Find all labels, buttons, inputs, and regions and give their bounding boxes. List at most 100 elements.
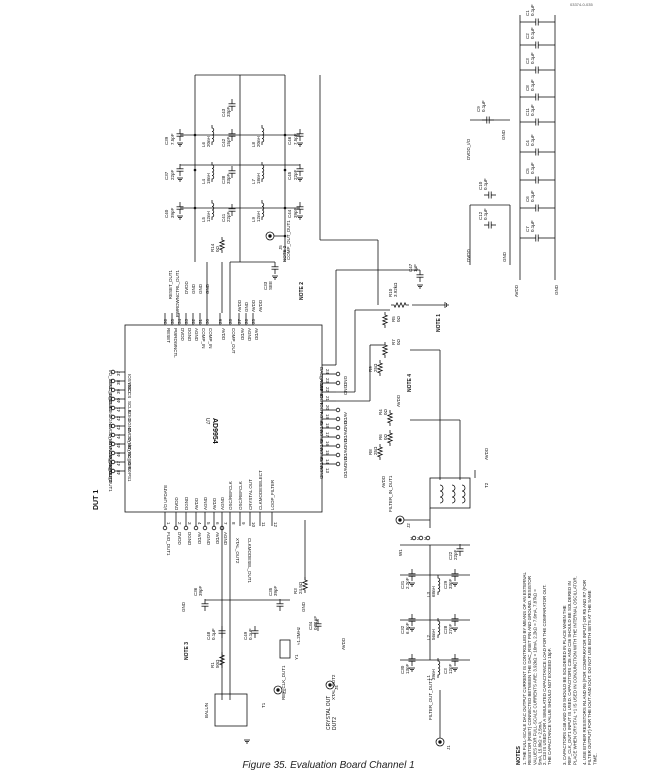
net-label: AVDD	[514, 284, 519, 297]
component-value: 7.5pF	[293, 133, 298, 145]
pin-number: 43	[116, 424, 121, 430]
label: 0Ω	[396, 315, 401, 322]
net-label: GND	[343, 376, 348, 387]
component-ref: C1	[525, 10, 530, 16]
pin-number: 35	[170, 318, 175, 324]
pin-number: 37	[116, 370, 121, 376]
net-label: DVDD_I/O	[466, 138, 471, 160]
pin-number: 1	[166, 522, 171, 525]
pin-name: CRYSTAL OUT	[248, 479, 253, 510]
net-label: CLKMODESEL_DUT1	[247, 538, 252, 584]
pin-name: DAC_RSET	[319, 367, 324, 391]
junction-dot	[193, 168, 197, 172]
pin-name: AVDD	[221, 328, 226, 341]
pin-number: 16	[325, 441, 330, 447]
label: C28	[443, 625, 448, 634]
coax-center	[438, 740, 442, 744]
inductor	[261, 125, 265, 145]
pin-number: 23	[325, 378, 330, 384]
net-label: GND	[205, 283, 210, 294]
note-text: VALUES FOR FULL-SCALE CURRENTS ARE: 3.92…	[532, 589, 537, 765]
pin-name: SDO	[127, 383, 132, 393]
net-label: AVDD	[484, 447, 489, 460]
label: SEE	[268, 281, 273, 290]
connector-terminal	[110, 459, 116, 465]
component-ref: C8	[525, 85, 530, 91]
connector-terminal	[335, 380, 341, 386]
transformer-winding	[439, 484, 444, 504]
connector-terminal	[110, 441, 116, 447]
component-value: 0.1µF	[530, 220, 535, 232]
component-ref: C7	[525, 226, 530, 232]
junction-dot	[283, 133, 287, 137]
note-label: NOTE 1	[436, 314, 442, 332]
pin-name: AVDD	[254, 328, 259, 341]
coax-center	[398, 518, 402, 522]
pin-number: 17	[325, 432, 330, 438]
label: 24.9Ω	[298, 581, 303, 594]
label: 18nH	[206, 173, 211, 184]
pin-name: AGND	[194, 328, 199, 342]
pin-name: SYNC_IN	[127, 437, 132, 457]
connector-terminal	[110, 378, 116, 384]
component-value: 0.1µF	[530, 104, 535, 116]
component-value: 22pF	[170, 169, 175, 180]
component-value: 0.1µF	[530, 134, 535, 146]
net-label: PWRDWNCTRL_DUT1	[175, 270, 180, 318]
net-label: DVDD_I/O	[108, 424, 113, 446]
net-label: AVDD	[197, 532, 202, 545]
net-label: FILTER_OUT_DUT1	[428, 678, 433, 720]
label: 0.1µF	[483, 178, 488, 190]
component-value: 0.1µF	[530, 79, 535, 91]
label: 25Ω	[373, 363, 378, 372]
resistor	[391, 301, 409, 309]
pin-name: RESET	[166, 328, 171, 343]
pin-name: CLKMODESELECT	[258, 470, 263, 510]
label: C32	[400, 625, 405, 634]
label: 25Ω	[373, 446, 378, 455]
pin-number: 32	[191, 318, 196, 324]
connector-terminal	[335, 407, 341, 413]
pin-name: AVDD	[319, 421, 324, 434]
pin-number: 47	[116, 460, 121, 466]
connector-terminal	[110, 396, 116, 402]
net-label: AVDD	[381, 475, 386, 488]
resistor	[376, 444, 384, 460]
connector-terminal	[335, 452, 341, 458]
pin-number: 39	[116, 388, 121, 394]
balun-t1	[214, 693, 248, 727]
connector-terminal	[335, 371, 341, 377]
net-label: GND	[343, 385, 348, 396]
component-value: 39pF	[170, 207, 175, 218]
label: 39nH	[431, 669, 436, 680]
pin-name: DGND	[127, 419, 132, 433]
label: 0Ω	[383, 408, 388, 415]
connector-ref: J1	[446, 745, 451, 750]
label: C36	[193, 587, 198, 596]
net-label: PS1_DUT1	[108, 469, 113, 492]
inductor	[211, 125, 215, 145]
pin-number: 13	[325, 468, 330, 474]
pin-name: DVDD_I/O	[127, 428, 132, 450]
label: C35	[268, 587, 273, 596]
pin-number: 48	[116, 469, 121, 475]
note-text: PLACE WHEN CRYSTAL +1 IS USED IN CONJUNC…	[572, 576, 577, 765]
net-label: RESET_DUT1	[168, 270, 173, 300]
label: 20nH	[256, 136, 261, 147]
label: 27pF	[448, 623, 453, 634]
label: 33pF	[226, 173, 231, 184]
label: 0.1µF	[481, 100, 486, 112]
label: 12nH	[206, 211, 211, 222]
transformer-t2	[429, 477, 471, 509]
coax-center	[328, 683, 332, 687]
component-value: 0.1µF	[530, 4, 535, 16]
label: 18nH	[256, 173, 261, 184]
pin-number: 7	[223, 522, 228, 525]
pin-number: 40	[116, 397, 121, 403]
net-label: SDO	[108, 379, 113, 389]
pin-number: 9	[241, 522, 246, 525]
label: C22	[448, 551, 453, 560]
pin-name: LOOP_FILTER	[270, 479, 275, 510]
label: L9	[251, 216, 256, 222]
pin-name: IOSYNC	[127, 374, 132, 392]
